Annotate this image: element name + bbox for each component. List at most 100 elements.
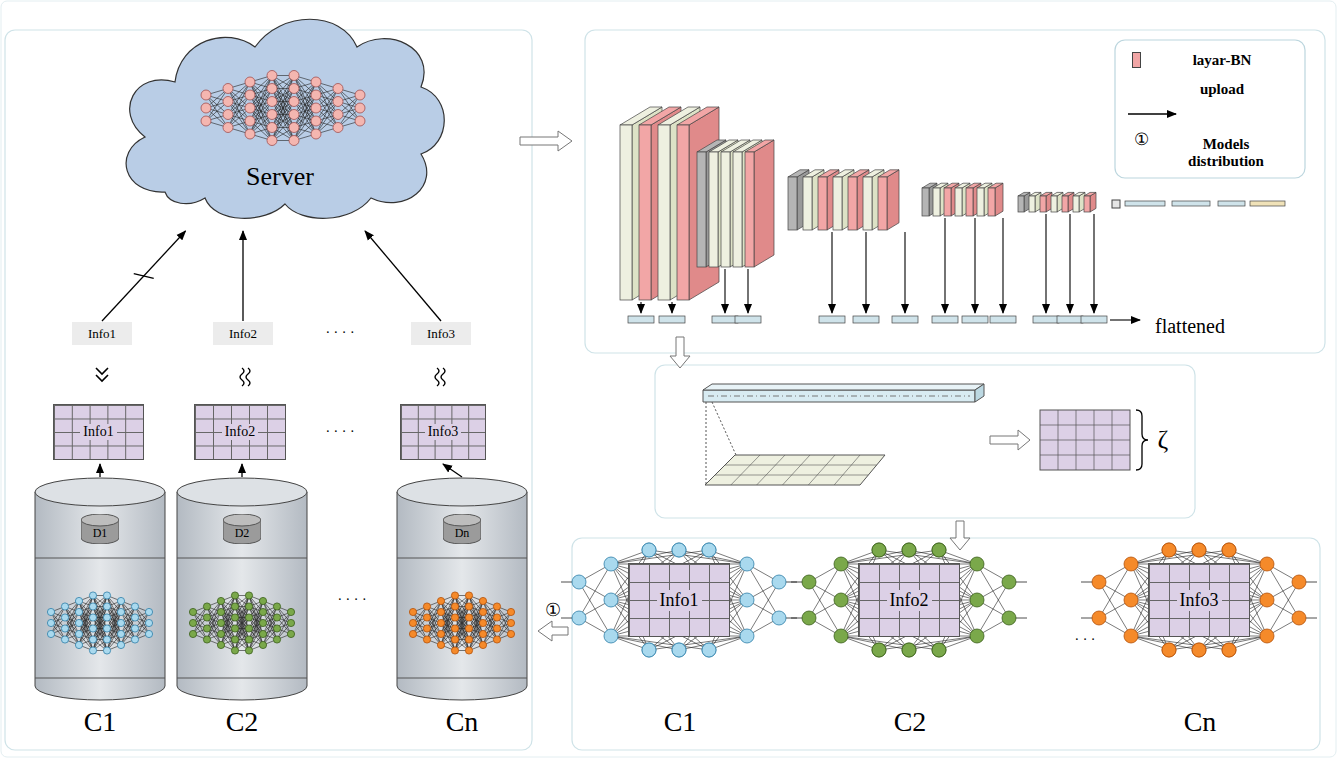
grid-line	[757, 455, 785, 485]
net-neuron	[672, 543, 686, 557]
net-neuron	[702, 643, 716, 657]
net-neuron	[740, 557, 754, 571]
grid-line	[808, 455, 835, 485]
net-neuron	[451, 614, 458, 621]
layer-slab	[1018, 196, 1024, 212]
net-link	[841, 550, 939, 564]
layer-slab	[620, 125, 632, 300]
flat-bar	[659, 316, 685, 323]
net-neuron	[409, 619, 416, 626]
net-link	[747, 564, 779, 618]
net-neuron	[267, 110, 277, 120]
net-neuron	[333, 84, 343, 94]
net-link	[611, 564, 747, 636]
net-neuron	[872, 543, 886, 557]
net-neuron	[231, 636, 238, 643]
layer-slab	[709, 152, 718, 267]
net-neuron	[451, 636, 458, 643]
net-neuron	[259, 608, 266, 615]
upload-arrow	[671, 302, 672, 313]
node-label: Info2	[222, 424, 258, 440]
dataset-disk: D2	[223, 514, 261, 544]
net-neuron	[932, 643, 946, 657]
layer-slab	[745, 152, 754, 267]
net-link	[1169, 636, 1267, 650]
net-neuron	[479, 608, 486, 615]
hollow-arrow	[950, 521, 970, 550]
hollow-arrow	[990, 430, 1030, 450]
net-neuron	[902, 543, 916, 557]
upload-connector	[102, 231, 186, 321]
net-link	[1267, 582, 1299, 636]
matrix-panel	[655, 365, 1195, 518]
fc-bar	[1250, 201, 1285, 206]
net-neuron	[131, 636, 138, 643]
layer-slab	[754, 140, 774, 267]
client-cylinder: CnDn	[397, 478, 527, 700]
hollow-arrow	[520, 131, 572, 151]
net-neuron	[89, 603, 96, 610]
net-neuron	[507, 619, 514, 626]
net-neuron	[1222, 643, 1236, 657]
net-neuron	[259, 641, 266, 648]
double-chevron	[96, 368, 108, 381]
layer-slab	[995, 183, 1003, 216]
layer-slab	[1018, 192, 1030, 196]
net-neuron	[203, 614, 210, 621]
layer-slab	[1029, 196, 1035, 212]
layer-slab	[966, 188, 973, 216]
cylinder-band	[35, 558, 165, 559]
net-neuron	[89, 625, 96, 632]
net-neuron	[201, 90, 211, 100]
layer-slab	[922, 188, 929, 216]
net-neuron	[1292, 611, 1306, 625]
upload-arrow	[904, 232, 905, 313]
net-neuron	[465, 636, 472, 643]
layer-slab	[1073, 192, 1085, 196]
net-neuron	[1260, 593, 1274, 607]
upload-arrow	[747, 269, 748, 313]
net-neuron	[740, 629, 754, 643]
net-link	[841, 564, 977, 636]
net-neuron	[834, 557, 848, 571]
server-cloud: Server	[105, 2, 455, 227]
net-neuron	[117, 630, 124, 637]
net-link	[272, 102, 294, 141]
net-neuron	[409, 630, 416, 637]
net-neuron	[103, 592, 110, 599]
cylinder-band	[177, 678, 307, 679]
net-link	[841, 564, 977, 636]
net-neuron	[223, 123, 233, 133]
info-tag: Info3	[411, 322, 471, 345]
net-neuron	[223, 110, 233, 120]
net-link	[611, 550, 709, 564]
info-matrix: Info2	[194, 404, 286, 460]
label: · · · ·	[337, 592, 366, 607]
net-neuron	[355, 103, 365, 113]
hollow-arrow	[538, 621, 568, 641]
wavy-symbol	[240, 368, 250, 386]
net-neuron	[355, 90, 365, 100]
net-neuron	[451, 625, 458, 632]
matrix-grid	[1040, 410, 1130, 470]
net-neuron	[245, 90, 255, 100]
net-neuron	[932, 543, 946, 557]
legend-box	[1115, 40, 1305, 178]
net-neuron	[245, 116, 255, 126]
net-link	[579, 564, 611, 618]
net-neuron	[289, 136, 299, 146]
net-link	[93, 618, 107, 651]
net-neuron	[834, 629, 848, 643]
flat-bar	[819, 316, 845, 323]
layer-slab	[863, 177, 872, 230]
flat-bar	[628, 316, 654, 323]
net-neuron	[772, 575, 786, 589]
net-link	[977, 582, 1009, 636]
net-neuron	[89, 592, 96, 599]
net-neuron	[333, 97, 343, 107]
layer-slab	[1040, 192, 1052, 196]
info-matrix: Info3	[400, 404, 486, 460]
clients-panel	[572, 538, 1320, 750]
